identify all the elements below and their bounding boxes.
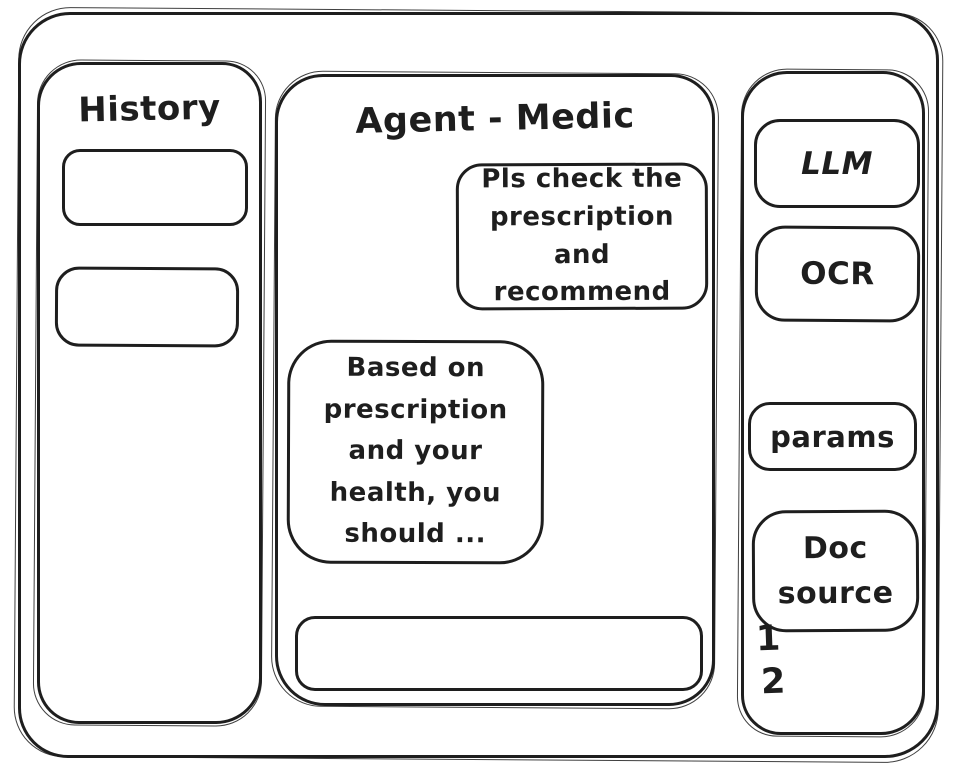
user-message-bubble: Pls check the prescription and recommend xyxy=(455,162,709,311)
ocr-button[interactable]: OCR xyxy=(754,225,921,323)
history-sidebar: History xyxy=(37,62,262,724)
chat-title: Agent - Medic xyxy=(354,96,636,142)
doc-source-item-2[interactable]: 2 xyxy=(760,661,787,703)
history-item[interactable] xyxy=(62,149,248,226)
params-button[interactable]: params xyxy=(748,402,917,471)
history-item[interactable] xyxy=(54,266,240,348)
history-title: History xyxy=(77,87,222,131)
tools-sidebar: LLM OCR params Doc source 1 2 xyxy=(741,71,925,735)
assistant-message-bubble: Based on prescription and your health, y… xyxy=(286,339,545,565)
llm-button[interactable]: LLM xyxy=(754,119,920,208)
chat-input[interactable] xyxy=(295,616,703,691)
doc-source-button[interactable]: Doc source xyxy=(751,509,920,633)
chat-panel: Agent - Medic Pls check the prescription… xyxy=(275,74,715,706)
doc-source-item-1[interactable]: 1 xyxy=(755,618,782,660)
